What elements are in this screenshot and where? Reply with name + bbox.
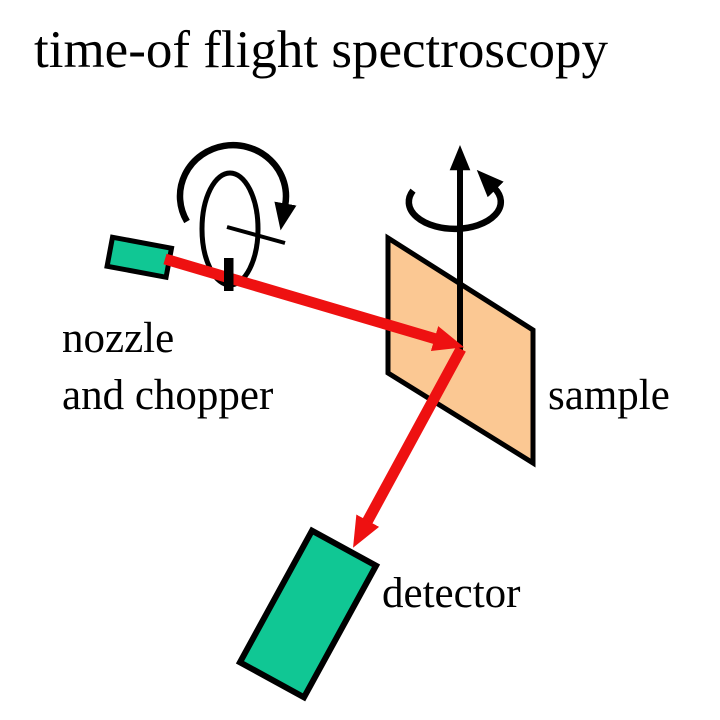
molecular-beam-arrow [163,253,465,351]
nozzle-label-line2: and chopper [62,372,274,419]
chopper-rotation-arrow-icon [176,141,297,231]
nozzle-body [104,234,175,281]
sample-label: sample [548,372,670,419]
scattered-beam-arrow [353,346,466,548]
chopper-slit-line [226,225,286,245]
detector-label: detector [382,570,521,617]
chopper-blade [224,258,234,291]
detector-body [235,526,381,702]
nozzle-label-line1: nozzle [62,315,175,362]
slide-title: time-of flight spectroscopy [34,21,609,79]
sample-rotation-arrow-icon [405,169,505,233]
nozzle-chopper-label: nozzle and chopper [62,310,273,424]
